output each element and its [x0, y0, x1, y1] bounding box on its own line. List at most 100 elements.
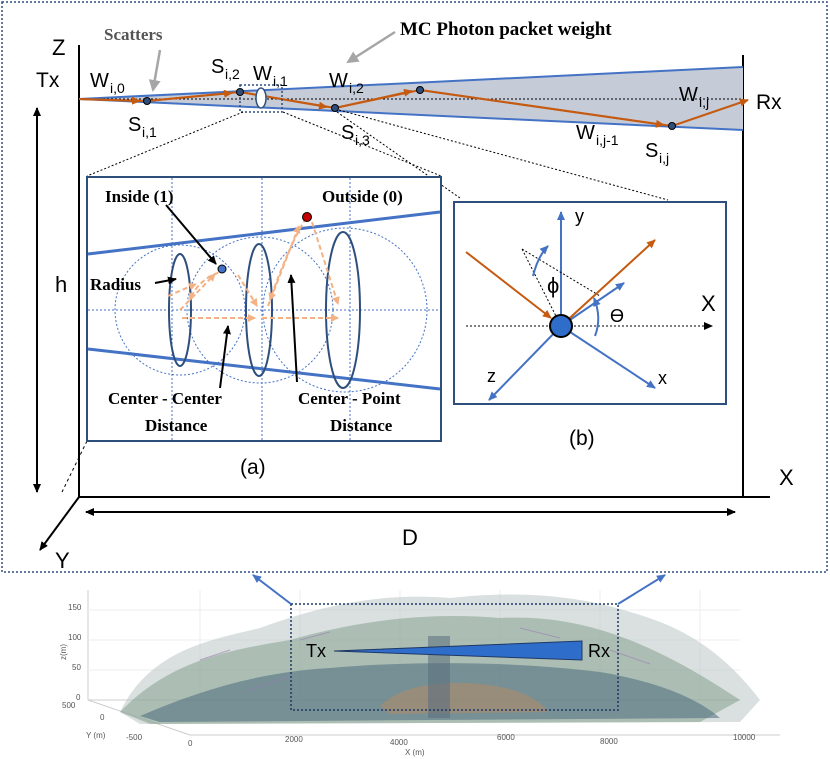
- cp-distance-label-line2: Distance: [330, 416, 393, 435]
- svg-text:S: S: [211, 56, 224, 78]
- inset-b-y-label: y: [575, 206, 584, 226]
- path-arrow-4: [334, 88, 413, 109]
- theta-label: ϴ: [610, 306, 624, 326]
- inset-b-x-axis: [560, 325, 656, 389]
- sphere-cross-section-2: [245, 243, 273, 377]
- sphere-cross-section-3: [325, 231, 361, 389]
- plot-beam-wedge: [333, 640, 583, 661]
- svg-text:W: W: [329, 70, 348, 92]
- svg-text:i,2: i,2: [349, 80, 364, 96]
- y-tick-0: 0: [100, 713, 105, 722]
- svg-text:i,0: i,0: [110, 80, 125, 96]
- center-point-arrow-4: [311, 221, 340, 305]
- y-tick-500: 500: [62, 701, 76, 710]
- inside-point: [217, 264, 227, 274]
- scatters-label: Scatters: [104, 25, 163, 44]
- svg-text:W: W: [576, 122, 595, 144]
- z-tick-0: 0: [76, 693, 81, 702]
- center-point-arrow-1: [179, 273, 216, 311]
- sphere-cross-section-1: [168, 253, 192, 367]
- plot-zoom-rect: [290, 603, 619, 711]
- phi-label: ϕ: [547, 273, 559, 298]
- radius-label: Radius: [90, 275, 141, 294]
- cc-pointer-arrow: [219, 325, 231, 389]
- z-axis-title: z(m): [59, 644, 68, 660]
- phi-angle-arc: [532, 245, 549, 277]
- weight-pointer-arrow: [346, 30, 396, 64]
- weight-label: MC Photon packet weight: [400, 19, 612, 40]
- path-arrow-1: [78, 96, 141, 105]
- inset-b-caption: (b): [569, 427, 595, 450]
- outside-label: Outside (0): [322, 187, 403, 206]
- scatter-point-s-ij: [668, 122, 676, 130]
- inset-a: Inside (1) Outside (0) Radius Center - C…: [86, 176, 442, 442]
- plot-zoom-arrow-right: [617, 574, 666, 605]
- inside-pointer-arrow: [165, 204, 217, 265]
- radius-pointer-arrow: [154, 276, 177, 285]
- beam-lower-edge: [78, 98, 744, 131]
- z-tick-50: 50: [72, 663, 81, 672]
- scatter-point-s-i3: [331, 104, 339, 112]
- simulation-plot: Tx Rx 150 100 50 0 500 0 -500 0 2000 400…: [59, 574, 780, 757]
- scatter-point-s-i4: [416, 86, 424, 94]
- sphere-dotted-2: [186, 236, 334, 384]
- y-tick-minus500: -500: [126, 733, 143, 742]
- svg-text:i,2: i,2: [225, 66, 240, 82]
- svg-text:W: W: [679, 84, 698, 106]
- svg-text:i,1: i,1: [142, 124, 157, 140]
- path-arrow-2: [146, 89, 233, 102]
- svg-text:S: S: [128, 114, 141, 136]
- trajectory-cloud-warm: [380, 682, 548, 714]
- inset-b-outgoing-ray: [560, 239, 656, 327]
- trajectory-vertical-streak: [428, 636, 450, 718]
- theta-angle-arc: [593, 297, 601, 337]
- x-axis-title: X (m): [405, 748, 425, 757]
- path-arrow-3: [239, 91, 328, 110]
- inset-b-big-x-label: X: [701, 291, 716, 316]
- svg-text:W: W: [90, 70, 109, 92]
- svg-text:S: S: [341, 122, 354, 144]
- sphere-dotted-3: [262, 227, 428, 393]
- inside-label: Inside (1): [105, 187, 173, 206]
- inset-b-x-label: x: [658, 368, 667, 388]
- beam-upper-edge: [78, 66, 744, 100]
- x-axis-label: X: [779, 465, 794, 490]
- radius-arrow: [167, 283, 197, 297]
- path-arrow-5: [419, 89, 665, 128]
- inset-b-incoming-ray: [465, 251, 552, 319]
- y-axis: [39, 496, 80, 551]
- inset-b-projection-line: [521, 248, 601, 297]
- cp-distance-label-line1: Center - Point: [298, 389, 401, 408]
- outer-frame: [1, 1, 828, 573]
- inset-b-z-label: z: [487, 366, 496, 386]
- perspective-dashed-line: [61, 440, 88, 493]
- x-tick-4000: 4000: [390, 738, 408, 747]
- x-tick-10000: 10000: [733, 733, 756, 742]
- plot-zoom-arrow-left: [252, 574, 292, 605]
- svg-text:S: S: [645, 140, 658, 162]
- tx-label: Tx: [36, 69, 60, 92]
- zoom-line-b-right: [338, 109, 669, 201]
- cc-distance-label-line1: Center - Center: [108, 389, 222, 408]
- scatter-point-s-i1: [143, 97, 151, 105]
- inset-b: y x z X ϕ ϴ: [453, 201, 727, 405]
- plot-rx-label: Rx: [588, 641, 610, 661]
- y-axis-label: Y: [55, 548, 70, 573]
- receiver-sphere-small: [255, 87, 267, 109]
- d-label: D: [402, 525, 418, 550]
- path-arrow-6: [671, 98, 749, 127]
- x-tick-8000: 8000: [600, 737, 618, 746]
- inset-a-frame: [86, 176, 442, 442]
- inset-b-theta-ray: [560, 282, 625, 327]
- svg-text:i,j: i,j: [699, 94, 709, 110]
- svg-text:i,3: i,3: [355, 132, 370, 148]
- cp-pointer-arrow: [287, 274, 298, 383]
- rx-label: Rx: [756, 91, 782, 114]
